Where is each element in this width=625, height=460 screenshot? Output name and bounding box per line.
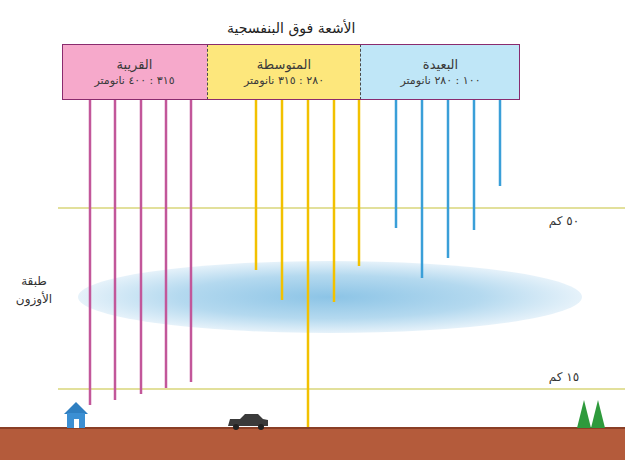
uv-ray	[165, 100, 168, 388]
band-name: المتوسطة	[257, 56, 311, 73]
uv-ray	[358, 100, 361, 266]
altitude-label: ١٥ كم	[532, 368, 596, 386]
altitude-label: ٥٠ كم	[532, 212, 596, 230]
middle-uv-band: المتوسطة٢٨٠ : ٣١٥ نانومتر	[207, 44, 360, 100]
ground	[0, 428, 625, 460]
altitude-line	[58, 207, 625, 209]
uv-ray	[395, 100, 398, 228]
car-wheel	[258, 424, 264, 430]
uv-ray	[114, 100, 117, 400]
wavelength-range: ١٠٠ : ٢٨٠ نانومتر	[400, 73, 480, 88]
tree	[577, 400, 591, 428]
uv-ray	[89, 100, 92, 405]
altitude-line	[58, 388, 625, 390]
uv-ray	[473, 100, 476, 230]
uv-ray	[447, 100, 450, 258]
uv-ray	[281, 100, 284, 300]
uv-ray	[421, 100, 424, 278]
far-uv-rays	[396, 100, 500, 278]
far-uv-band: البعيدة١٠٠ : ٢٨٠ نانومتر	[360, 44, 520, 100]
near-uv-rays	[90, 100, 191, 405]
house-wall	[67, 413, 85, 428]
house-door	[74, 419, 79, 428]
uv-ray	[307, 100, 310, 436]
wavelength-range: ٢٨٠ : ٣١٥ نانومتر	[244, 73, 324, 88]
tree-icons	[577, 400, 605, 428]
uv-ray	[499, 100, 502, 186]
car-icon	[228, 414, 268, 430]
tree	[591, 400, 605, 428]
band-name: القريبة	[117, 56, 153, 73]
uv-ray	[140, 100, 143, 394]
ground-edge	[0, 427, 625, 429]
uv-ray	[190, 100, 193, 382]
house-roof	[64, 402, 88, 414]
diagram-title: الأشعة فوق البنفسجية	[227, 20, 356, 36]
house-icon	[64, 402, 88, 428]
car-wheel	[233, 424, 239, 430]
uv-ray	[255, 100, 258, 270]
uv-ray	[333, 100, 336, 302]
middle-uv-rays	[256, 100, 359, 436]
near-uv-band: القريبة٣١٥ : ٤٠٠ نانومتر	[62, 44, 207, 100]
wavelength-range: ٣١٥ : ٤٠٠ نانومتر	[94, 73, 174, 88]
ozone-layer	[78, 261, 582, 333]
band-name: البعيدة	[423, 56, 458, 73]
ozone-layer-label: طبقة الأوزون	[4, 272, 64, 308]
